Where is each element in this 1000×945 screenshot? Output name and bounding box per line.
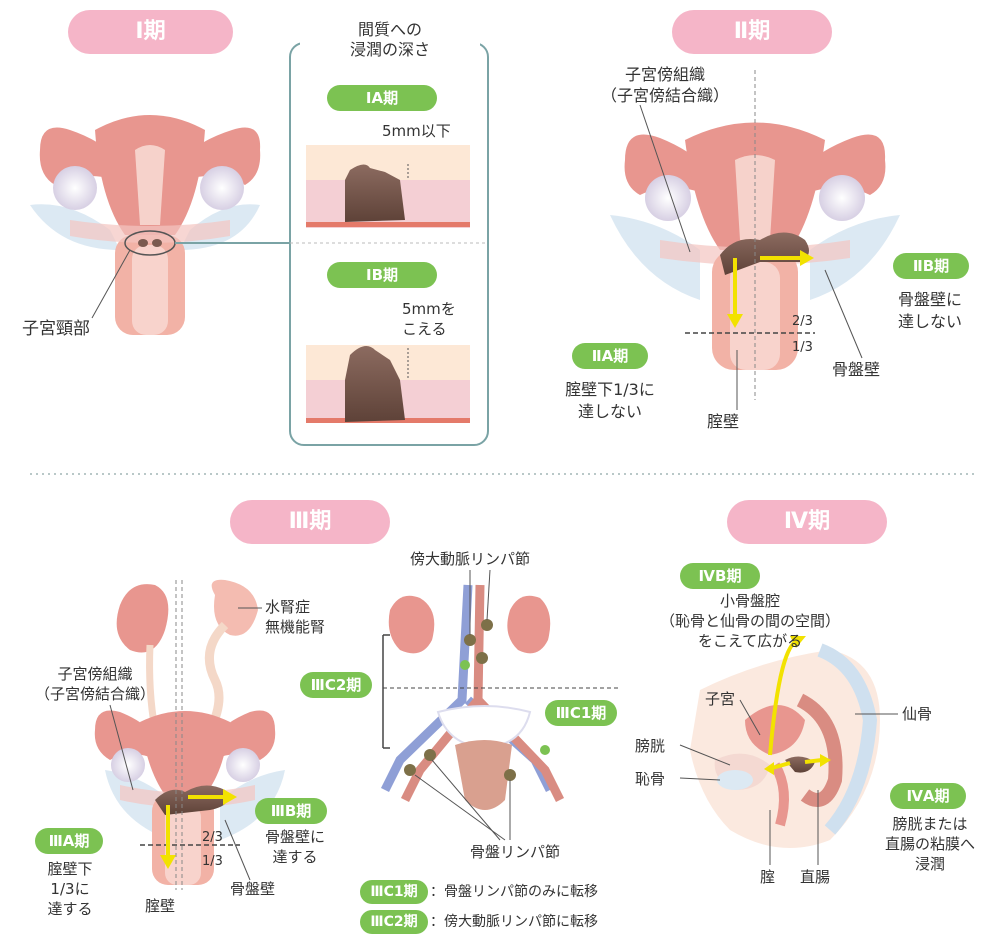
stage3a-desc-1: 腟壁下	[47, 860, 93, 878]
stage1-title: Ⅰ期	[68, 10, 233, 54]
stage4a-desc-2: 直腸の粘膜へ	[884, 835, 975, 853]
stage3b-tag: ⅢB期	[255, 798, 327, 824]
sacrum-label: 仙骨	[902, 705, 933, 723]
stage3a-tag: ⅢA期	[35, 828, 103, 854]
depth-box-title-2: 浸潤の深さ	[300, 40, 480, 59]
stage3c2-tag: ⅢC2期	[300, 672, 372, 698]
stage2a-desc-2: 達しない	[577, 402, 642, 421]
hydronephrosis-2: 無機能腎	[265, 618, 326, 636]
stage3-vagina-label: 腟壁	[145, 897, 176, 915]
stage2-title: Ⅱ期	[672, 10, 832, 54]
stage3-ratio-upper: 2/3	[202, 830, 223, 845]
stage2-pelvic-wall-label: 骨盤壁	[832, 360, 881, 379]
stage2b-tag: ⅡB期	[893, 253, 969, 279]
stage1a-depth: 5mm以下	[382, 122, 451, 140]
stage3-lymph-illustration	[380, 569, 620, 841]
stage3-parametrium-1: 子宮傍組織	[57, 665, 133, 683]
stage3-title: Ⅲ期	[230, 500, 390, 544]
vagina-label: 腟	[760, 868, 776, 886]
stage3b-desc-2: 達する	[272, 848, 318, 866]
hydronephrosis-1: 水腎症	[265, 598, 311, 616]
stage4b-desc-3: をこえて広がる	[697, 632, 803, 650]
depth-box-title-1: 間質への	[300, 20, 480, 39]
stage4-title: Ⅳ期	[727, 500, 887, 544]
stage2b-desc-2: 達しない	[897, 312, 962, 331]
stage1b-depth-2: こえる	[402, 320, 447, 338]
pubis-label: 恥骨	[635, 770, 666, 788]
stage3a-desc-3: 達する	[47, 900, 93, 918]
stage2-uterus-illustration	[610, 70, 900, 410]
stage2a-desc-1: 腟壁下1/3に	[565, 380, 655, 399]
stage4a-desc-3: 浸潤	[914, 855, 945, 873]
stage3c1-tag: ⅢC1期	[545, 700, 617, 726]
stage4a-desc-1: 膀胱または	[892, 815, 968, 833]
stage3-ratio-lower: 1/3	[202, 854, 223, 869]
para-aortic-label: 傍大動脈リンパ節	[410, 550, 531, 568]
legend-c1-tag: ⅢC1期	[360, 880, 428, 904]
legend-c2-text: ：傍大動脈リンパ節に転移	[430, 914, 598, 930]
bladder-label: 膀胱	[635, 737, 666, 755]
stage3-uterus-illustration	[94, 579, 285, 890]
stage2b-desc-1: 骨盤壁に	[897, 290, 962, 309]
stage2-parametrium-2: （子宮傍結合織）	[600, 86, 729, 105]
legend-c2-tag: ⅢC2期	[360, 910, 428, 934]
stage2-vagina-label: 腟壁	[707, 412, 740, 431]
rectum-label: 直腸	[800, 868, 831, 886]
stage3-pelvic-wall-label: 骨盤壁	[230, 880, 276, 898]
stage2-parametrium-1: 子宮傍組織	[624, 65, 705, 84]
legend-c1-text: ：骨盤リンパ節のみに転移	[430, 884, 598, 900]
invasion-depth-box	[289, 42, 489, 446]
cervix-label: 子宮頸部	[22, 319, 90, 339]
stage3-parametrium-2: （子宮傍結合織）	[34, 685, 155, 703]
stage4b-tag: ⅣB期	[680, 563, 760, 589]
stage3a-desc-2: 1/3に	[50, 880, 90, 898]
stage4b-desc-2: （恥骨と仙骨の間の空間）	[659, 612, 840, 630]
stage2-ratio-upper: 2/3	[792, 314, 813, 329]
stage1a-tag: ⅠA期	[327, 85, 437, 111]
stage4b-desc-1: 小骨盤腔	[719, 592, 780, 610]
uterus-label: 子宮	[705, 690, 736, 708]
stage2-ratio-lower: 1/3	[792, 340, 813, 355]
stage4a-tag: ⅣA期	[890, 783, 966, 809]
pelvic-ln-label: 骨盤リンパ節	[470, 843, 561, 861]
stage2a-tag: ⅡA期	[572, 343, 648, 369]
stage1b-depth-1: 5mmを	[402, 300, 456, 318]
stage1-uterus-illustration	[30, 115, 290, 335]
stage3b-desc-1: 骨盤壁に	[264, 828, 325, 846]
stage1b-tag: ⅠB期	[327, 262, 437, 288]
stage4-pelvis-illustration	[679, 636, 898, 865]
